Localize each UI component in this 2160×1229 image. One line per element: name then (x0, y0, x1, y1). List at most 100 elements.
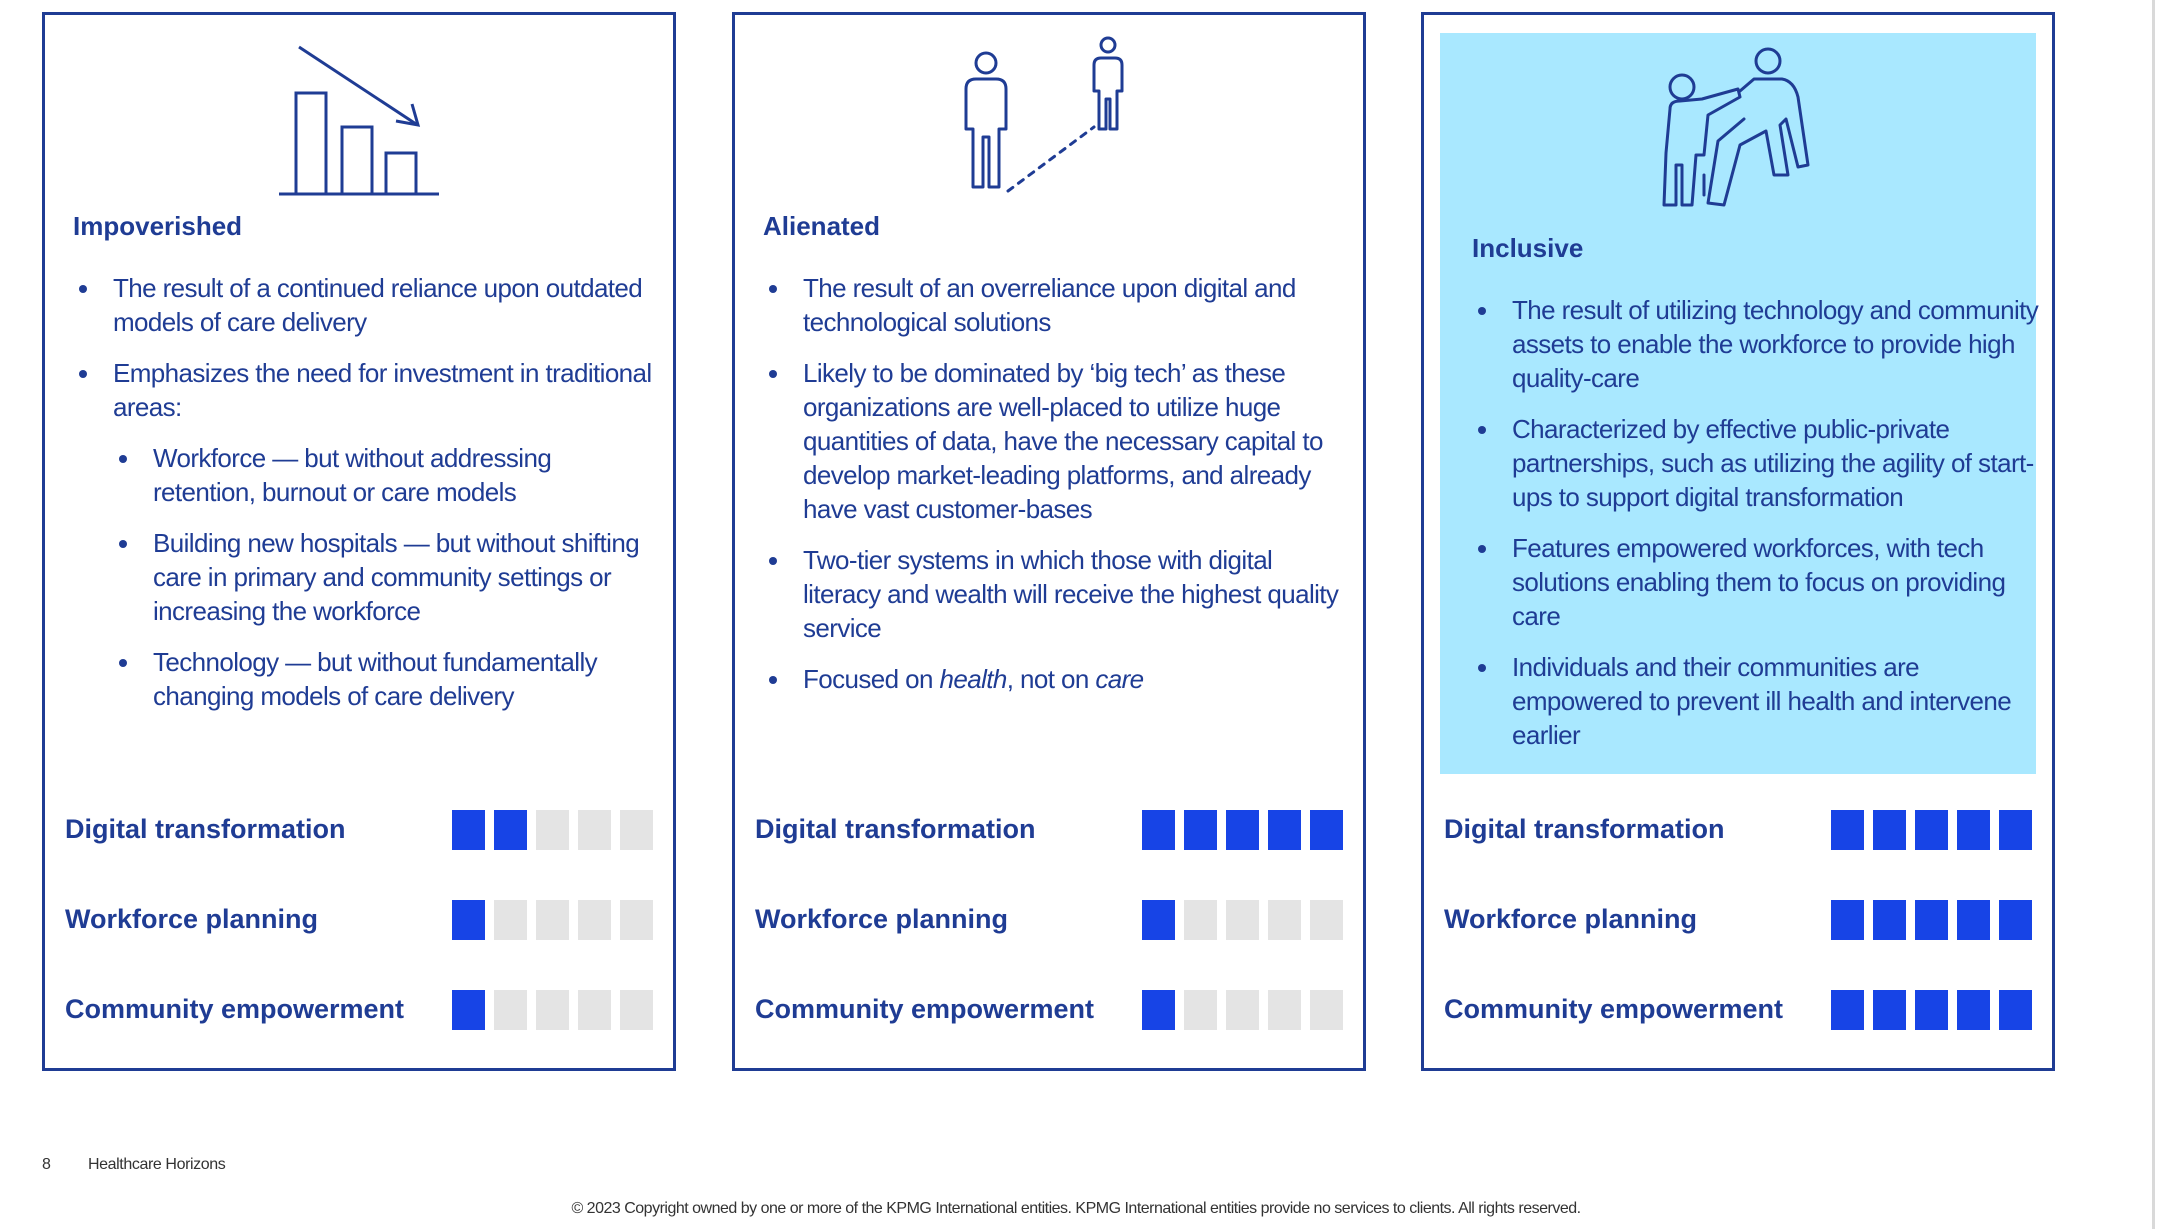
rating-square-filled (1999, 990, 2032, 1030)
rating-square-filled (1142, 810, 1175, 850)
rating-square-empty (494, 900, 527, 940)
rating-square-filled (1831, 990, 1864, 1030)
declining-bar-chart-icon (279, 45, 439, 196)
rating-squares (1831, 900, 2032, 940)
rating-square-filled (1999, 900, 2032, 940)
card-title: Alienated (763, 211, 881, 241)
bullet-item: The result of utilizing technology and c… (1472, 293, 2052, 395)
rating-square-empty (1184, 900, 1217, 940)
rating-square-empty (536, 810, 569, 850)
rating-label: Digital transformation (1444, 814, 1725, 844)
rating-square-empty (1310, 990, 1343, 1030)
rating-label: Workforce planning (65, 904, 319, 934)
rating-label: Community empowerment (65, 994, 405, 1024)
sub-bullet-item: Workforce — but without addressing reten… (113, 441, 653, 509)
rating-square-empty (620, 810, 653, 850)
bullet-list: The result of a continued reliance upon … (73, 271, 653, 730)
rating-square-empty (1226, 900, 1259, 940)
rating-square-filled (1915, 990, 1948, 1030)
card-title: Inclusive (1472, 233, 1584, 263)
rating-square-filled (1142, 990, 1175, 1030)
bullet-text: Focused on (803, 664, 940, 694)
rating-square-empty (620, 900, 653, 940)
rating-label: Digital transformation (65, 814, 346, 844)
rating-row-community-empowerment: Community empowerment (755, 990, 1343, 1030)
page-number: 8 (42, 1156, 51, 1173)
card-title: Impoverished (73, 211, 243, 241)
bullet-item: Features empowered workforces, with tech… (1472, 531, 2052, 633)
rating-squares (1142, 900, 1343, 940)
icon-area (735, 29, 1363, 204)
ratings-panel: Digital transformation Workforce plannin… (65, 810, 653, 1080)
rating-square-filled (1915, 810, 1948, 850)
rating-square-filled (1226, 810, 1259, 850)
rating-square-empty (536, 900, 569, 940)
rating-row-digital-transformation: Digital transformation (65, 810, 653, 850)
rating-label: Workforce planning (1444, 904, 1698, 934)
bullet-text: Emphasizes the need for investment in tr… (113, 358, 652, 422)
page-edge-divider (2152, 0, 2155, 1229)
rating-squares (1142, 990, 1343, 1030)
rating-square-empty (1268, 990, 1301, 1030)
emphasis-care: care (1095, 664, 1144, 694)
scenario-card-inclusive: Inclusive The result of utilizing techno… (1421, 12, 2055, 1071)
rating-square-filled (1184, 810, 1217, 850)
bullet-item: Individuals and their communities are em… (1472, 650, 2052, 752)
rating-square-filled (452, 990, 485, 1030)
ratings-panel: Digital transformation Workforce plannin… (1444, 810, 2032, 1080)
rating-square-filled (1873, 900, 1906, 940)
rating-squares (1831, 810, 2032, 850)
icon-area (45, 29, 673, 204)
rating-square-empty (1268, 900, 1301, 940)
bullet-item: The result of a continued reliance upon … (73, 271, 653, 339)
rating-square-filled (1915, 900, 1948, 940)
rating-square-filled (452, 900, 485, 940)
rating-row-workforce-planning: Workforce planning (755, 900, 1343, 940)
rating-row-community-empowerment: Community empowerment (1444, 990, 2032, 1030)
rating-row-workforce-planning: Workforce planning (1444, 900, 2032, 940)
rating-square-filled (1957, 900, 1990, 940)
rating-square-filled (1873, 990, 1906, 1030)
ratings-panel: Digital transformation Workforce plannin… (755, 810, 1343, 1080)
bullet-list: The result of utilizing technology and c… (1472, 293, 2052, 769)
rating-square-empty (1184, 990, 1217, 1030)
bullet-item: The result of an overreliance upon digit… (763, 271, 1343, 339)
sub-bullet-list: Workforce — but without addressing reten… (113, 441, 653, 713)
copyright-notice: © 2023 Copyright owned by one or more of… (571, 1200, 1581, 1217)
bullet-text: , not on (1006, 664, 1096, 694)
rating-square-filled (1957, 990, 1990, 1030)
rating-label: Community empowerment (1444, 994, 1784, 1024)
rating-square-filled (494, 810, 527, 850)
rating-squares (452, 900, 653, 940)
sub-bullet-item: Building new hospitals — but without shi… (113, 526, 653, 628)
bullet-list: The result of an overreliance upon digit… (763, 271, 1343, 713)
rating-square-filled (1831, 810, 1864, 850)
rating-squares (1831, 990, 2032, 1030)
icon-area (1424, 45, 2052, 220)
sub-bullet-item: Technology — but without fundamentally c… (113, 645, 653, 713)
rating-square-filled (1310, 810, 1343, 850)
rating-square-empty (578, 990, 611, 1030)
rating-square-empty (620, 990, 653, 1030)
helping-hand-icon (1662, 47, 1810, 207)
bullet-item: Focused on health, not on care (763, 662, 1343, 696)
rating-row-workforce-planning: Workforce planning (65, 900, 653, 940)
rating-square-empty (536, 990, 569, 1030)
rating-square-empty (1310, 900, 1343, 940)
rating-square-empty (1226, 990, 1259, 1030)
rating-square-filled (1873, 810, 1906, 850)
rating-squares (452, 810, 653, 850)
scenario-card-impoverished: Impoverished The result of a continued r… (42, 12, 676, 1071)
rating-label: Workforce planning (755, 904, 1009, 934)
rating-square-empty (578, 900, 611, 940)
rating-square-filled (452, 810, 485, 850)
rating-square-empty (578, 810, 611, 850)
rating-square-filled (1142, 900, 1175, 940)
bullet-item: Likely to be dominated by ‘big tech’ as … (763, 356, 1343, 526)
rating-square-empty (494, 990, 527, 1030)
rating-square-filled (1268, 810, 1301, 850)
bullet-item: Two-tier systems in which those with dig… (763, 543, 1343, 645)
rating-label: Community empowerment (755, 994, 1095, 1024)
rating-squares (1142, 810, 1343, 850)
bullet-item: Characterized by effective public-privat… (1472, 412, 2052, 514)
